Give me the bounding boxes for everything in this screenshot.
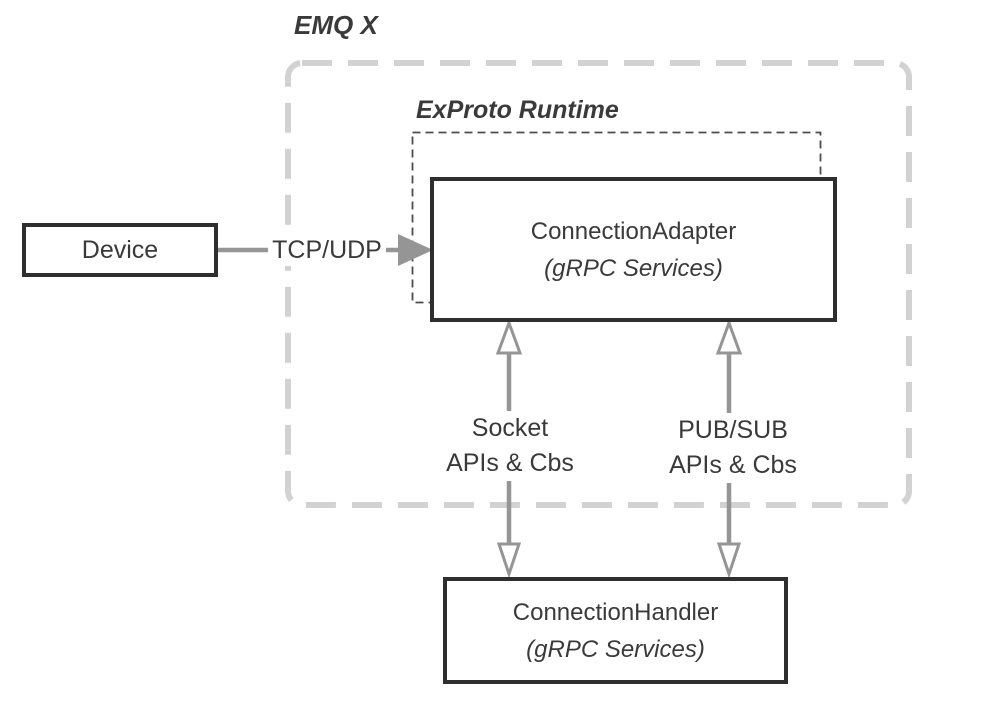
connection-handler-node: ConnectionHandler (gRPC Services) bbox=[443, 577, 788, 684]
socket-apis-edge-label-line2: APIs & Cbs bbox=[446, 449, 574, 477]
device-node: Device bbox=[22, 223, 218, 277]
exproto-runtime-label: ExProto Runtime bbox=[416, 96, 619, 124]
connection-adapter-node: ConnectionAdapter (gRPC Services) bbox=[430, 177, 837, 322]
connection-adapter-subtitle: (gRPC Services) bbox=[544, 254, 723, 282]
tcp-udp-edge-label: TCP/UDP bbox=[268, 234, 386, 266]
device-node-label: Device bbox=[81, 235, 159, 264]
pubsub-apis-edge-label-line2: APIs & Cbs bbox=[669, 451, 797, 479]
socket-apis-edge-label-line1: Socket bbox=[471, 414, 549, 442]
socket-apis-edge-label: Socket APIs & Cbs bbox=[440, 411, 580, 481]
connection-handler-title: ConnectionHandler bbox=[512, 598, 719, 626]
connection-handler-subtitle: (gRPC Services) bbox=[526, 635, 705, 663]
connection-adapter-title: ConnectionAdapter bbox=[530, 217, 737, 245]
pubsub-apis-edge-label: PUB/SUB APIs & Cbs bbox=[663, 413, 803, 483]
emqx-container-label: EMQ X bbox=[294, 10, 378, 40]
pubsub-apis-edge-label-line1: PUB/SUB bbox=[678, 416, 788, 444]
emqx-dashed-boundary bbox=[285, 60, 912, 508]
